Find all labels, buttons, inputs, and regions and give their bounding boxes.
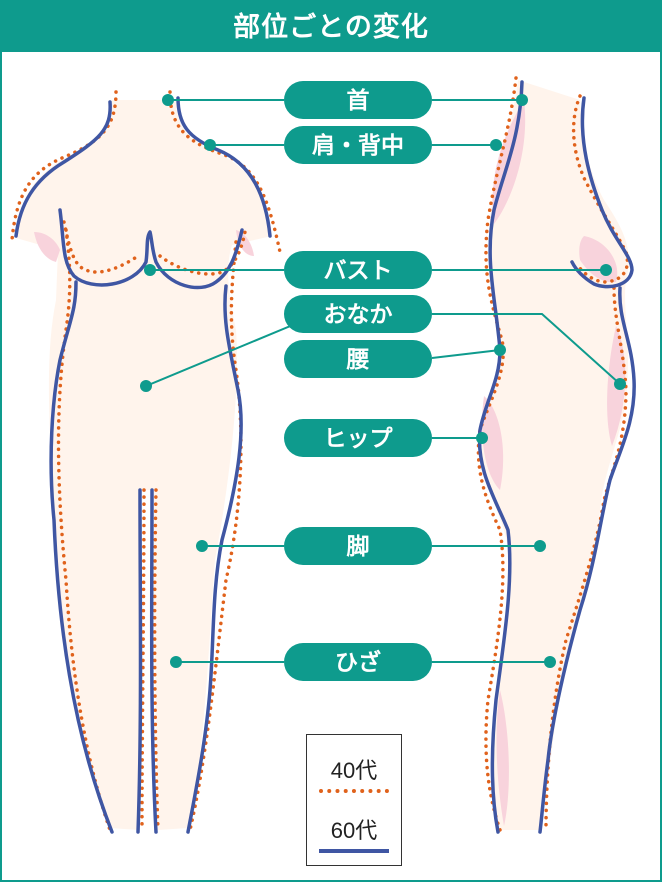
marker-side-belly xyxy=(614,378,626,390)
label-bust: バスト xyxy=(284,251,432,289)
legend-label-40s: 40代 xyxy=(330,758,378,783)
marker-side-knee xyxy=(544,656,556,668)
label-leg-text: 脚 xyxy=(347,533,370,559)
label-neck: 首 xyxy=(284,81,432,119)
front-outline-40s xyxy=(10,90,282,832)
marker-side-hip xyxy=(476,432,488,444)
marker-front-bust xyxy=(144,264,156,276)
marker-side-neck xyxy=(516,94,528,106)
label-knee: ひざ xyxy=(284,643,432,681)
connector-lines xyxy=(145,99,621,663)
marker-front-belly xyxy=(140,380,152,392)
page-title: 部位ごとの変化 xyxy=(2,2,660,52)
point-markers xyxy=(140,94,626,668)
marker-side-bust xyxy=(600,264,612,276)
marker-front-neck xyxy=(162,94,174,106)
label-hip: ヒップ xyxy=(284,419,432,457)
label-waist: 腰 xyxy=(284,340,432,378)
label-leg: 脚 xyxy=(284,527,432,565)
label-pills: 首 肩・背中 バスト おなか 腰 ヒップ 脚 ひざ xyxy=(284,81,432,681)
label-belly: おなか xyxy=(284,295,432,333)
legend-label-60s: 60代 xyxy=(330,818,378,843)
marker-front-knee xyxy=(170,656,182,668)
label-bust-text: バスト xyxy=(324,257,393,283)
side-sag-calf xyxy=(496,690,509,826)
front-sag-left-arm xyxy=(34,232,60,262)
label-neck-text: 首 xyxy=(347,87,370,113)
marker-front-shoulder xyxy=(204,139,216,151)
label-belly-text: おなか xyxy=(324,301,393,327)
marker-side-back xyxy=(490,139,502,151)
front-outline-60s xyxy=(14,96,272,834)
marker-side-leg xyxy=(534,540,546,552)
label-shoulder-back: 肩・背中 xyxy=(284,126,432,164)
legend: 40代 60代 xyxy=(306,734,402,866)
label-hip-text: ヒップ xyxy=(324,425,394,451)
marker-front-leg xyxy=(196,540,208,552)
front-body-fill xyxy=(16,100,272,830)
front-body-figure xyxy=(10,90,282,834)
side-sag-hip xyxy=(481,396,504,490)
side-body-figure xyxy=(476,76,636,834)
label-shoulder-back-text: 肩・背中 xyxy=(312,132,404,158)
legend-swatch-60s xyxy=(319,849,389,853)
marker-side-waist xyxy=(494,344,506,356)
label-waist-text: 腰 xyxy=(346,346,370,372)
label-knee-text: ひざ xyxy=(335,649,381,675)
legend-swatch-40s xyxy=(319,789,389,793)
